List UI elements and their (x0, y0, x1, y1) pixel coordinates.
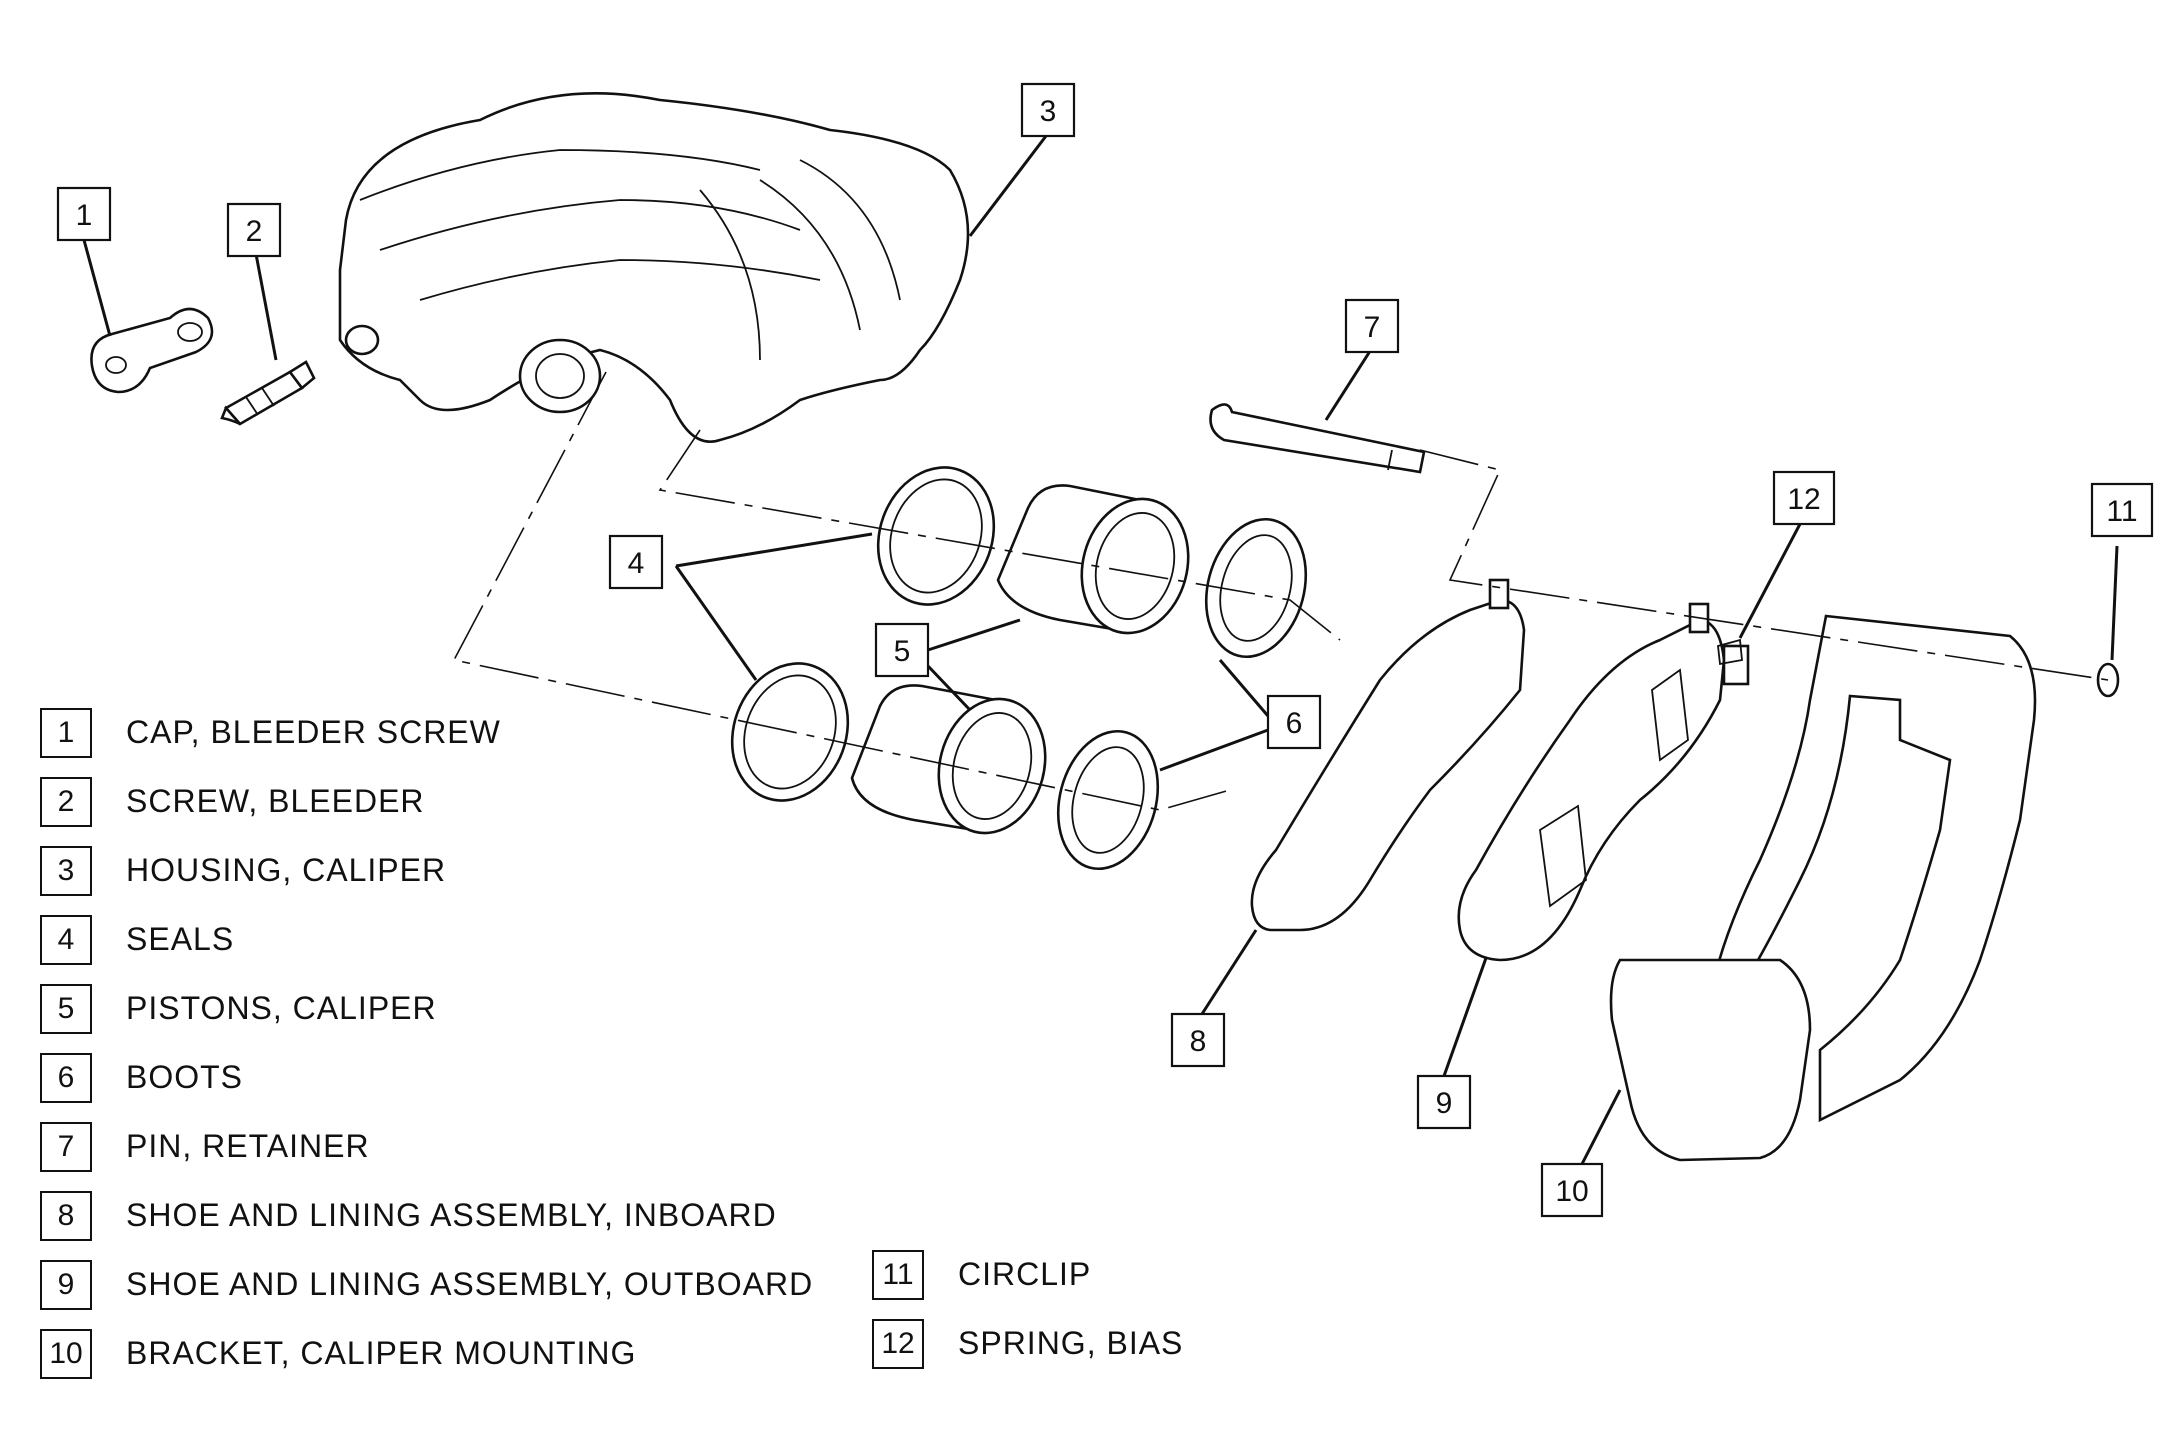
legend-item: 10 BRACKET, CALIPER MOUNTING (40, 1319, 813, 1388)
svg-text:7: 7 (1364, 311, 1381, 344)
outboard-shoe-clip-lower (1539, 804, 1587, 908)
legend-number: 5 (40, 983, 92, 1034)
legend-item: 8 SHOE AND LINING ASSEMBLY, INBOARD (40, 1181, 813, 1250)
callout-9: 9 (1416, 1074, 1472, 1130)
legend-number: 2 (40, 776, 92, 827)
legend-number: 6 (40, 1052, 92, 1103)
legend-item: 2 SCREW, BLEEDER (40, 767, 813, 836)
retainer-pin-drawing (1209, 403, 1426, 474)
legend-item: 4 SEALS (40, 905, 813, 974)
boot-lower-drawing (1056, 729, 1160, 871)
legend-number: 1 (40, 707, 92, 758)
legend-label: PISTONS, CALIPER (126, 990, 437, 1026)
outboard-shoe-clip-upper (1651, 668, 1689, 762)
callout-11: 11 (2090, 482, 2154, 538)
legend-number: 9 (40, 1259, 92, 1310)
svg-text:6: 6 (1286, 707, 1303, 740)
outboard-shoe-drawing (1457, 602, 1750, 962)
svg-text:4: 4 (628, 547, 645, 580)
legend-item: 9 SHOE AND LINING ASSEMBLY, OUTBOARD (40, 1250, 813, 1319)
legend-item: 11 CIRCLIP (872, 1240, 1183, 1309)
caliper-housing-drawing (338, 92, 970, 443)
legend-number: 12 (872, 1318, 924, 1369)
legend-number: 7 (40, 1121, 92, 1172)
svg-text:12: 12 (1787, 483, 1820, 516)
callout-6: 6 (1266, 694, 1322, 750)
boot-upper-drawing (1204, 517, 1308, 659)
piston-upper-drawing (996, 484, 1190, 635)
legend-item: 6 BOOTS (40, 1043, 813, 1112)
bias-spring-drawing (1717, 638, 1743, 666)
svg-text:2: 2 (246, 215, 263, 248)
inboard-shoe-drawing (1250, 578, 1526, 932)
callout-3: 3 (1020, 82, 1076, 138)
leader-lines (82, 135, 2119, 1165)
legend-label: SCREW, BLEEDER (126, 783, 425, 819)
legend-item: 5 PISTONS, CALIPER (40, 974, 813, 1043)
seal-upper-drawing (876, 466, 996, 606)
mounting-bracket-drawing (1609, 614, 2037, 1162)
legend-label: BOOTS (126, 1059, 244, 1095)
callout-10: 10 (1540, 1162, 1604, 1218)
legend-label: HOUSING, CALIPER (126, 852, 447, 888)
svg-text:9: 9 (1436, 1087, 1453, 1120)
legend-label: SHOE AND LINING ASSEMBLY, INBOARD (126, 1197, 777, 1233)
legend-item: 7 PIN, RETAINER (40, 1112, 813, 1181)
legend-label: SPRING, BIAS (958, 1325, 1184, 1361)
legend-number: 8 (40, 1190, 92, 1241)
callout-1: 1 (56, 186, 112, 242)
parts-legend-right: 11 CIRCLIP 12 SPRING, BIAS (872, 1240, 1183, 1378)
callout-8: 8 (1170, 1012, 1226, 1068)
legend-label: CIRCLIP (958, 1256, 1092, 1292)
legend-label: BRACKET, CALIPER MOUNTING (126, 1335, 637, 1371)
callout-12: 12 (1772, 470, 1836, 526)
callout-7: 7 (1344, 298, 1400, 354)
assembly-axis-lines (452, 371, 2109, 811)
parts-legend-left: 1 CAP, BLEEDER SCREW 2 SCREW, BLEEDER 3 … (40, 698, 813, 1388)
callout-2: 2 (226, 202, 282, 258)
legend-item: 12 SPRING, BIAS (872, 1309, 1183, 1378)
svg-text:8: 8 (1190, 1025, 1207, 1058)
bleeder-screw-cap-drawing (90, 307, 214, 394)
legend-item: 3 HOUSING, CALIPER (40, 836, 813, 905)
callout-4: 4 (608, 534, 664, 590)
svg-text:1: 1 (76, 199, 93, 232)
legend-number: 11 (872, 1249, 924, 1300)
legend-label: CAP, BLEEDER SCREW (126, 714, 501, 750)
legend-item: 1 CAP, BLEEDER SCREW (40, 698, 813, 767)
legend-number: 10 (40, 1328, 92, 1379)
piston-lower-drawing (850, 684, 1047, 835)
legend-number: 3 (40, 845, 92, 896)
legend-label: SHOE AND LINING ASSEMBLY, OUTBOARD (126, 1266, 814, 1302)
legend-label: SEALS (126, 921, 235, 957)
svg-text:11: 11 (2106, 495, 2137, 528)
svg-text:10: 10 (1555, 1175, 1588, 1208)
svg-text:3: 3 (1040, 95, 1057, 128)
legend-number: 4 (40, 914, 92, 965)
svg-text:5: 5 (894, 635, 911, 668)
bleeder-screw-drawing (220, 360, 316, 426)
legend-label: PIN, RETAINER (126, 1128, 370, 1164)
callout-5: 5 (874, 622, 930, 678)
